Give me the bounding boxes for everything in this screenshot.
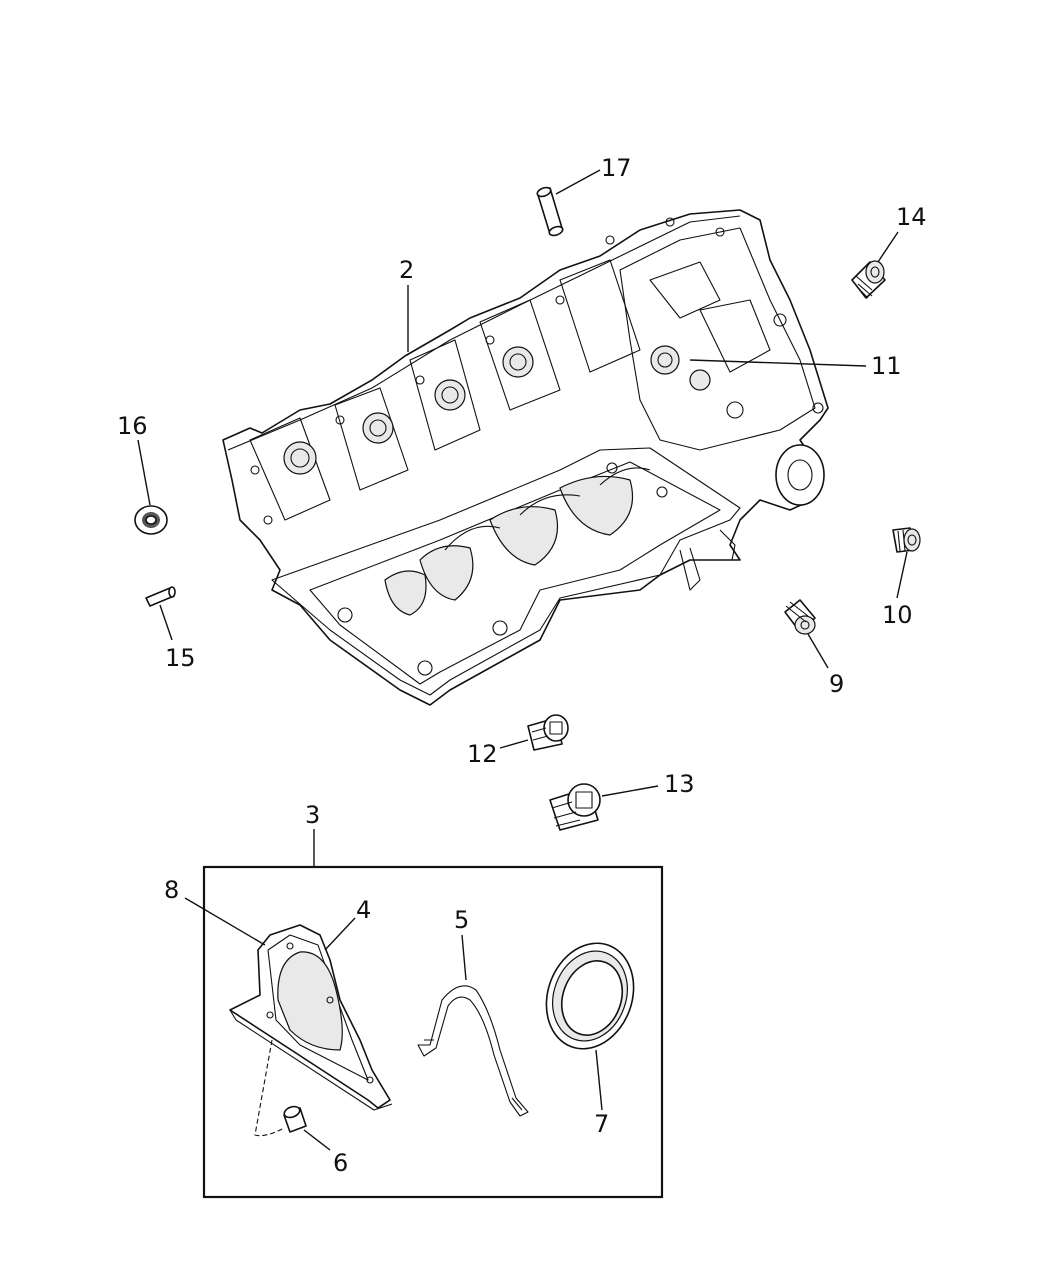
callout-11: 11 [871, 352, 902, 380]
callout-12: 12 [467, 740, 498, 768]
callout-labels: 17 2 14 11 16 10 15 9 12 13 3 8 4 5 7 6 [117, 154, 927, 1177]
plug-10 [892, 527, 921, 553]
callout-10: 10 [882, 601, 913, 629]
callout-9: 9 [829, 670, 844, 698]
plug-13 [549, 783, 601, 831]
oil-seal-7 [545, 942, 635, 1050]
callout-17: 17 [601, 154, 632, 182]
leader-lines [137, 169, 908, 1151]
callout-8: 8 [164, 876, 179, 904]
callout-6: 6 [333, 1149, 348, 1177]
dowel-pin-17 [536, 186, 564, 237]
seal-kit-frame [202, 865, 664, 1199]
callout-14: 14 [896, 203, 927, 231]
callout-4: 4 [356, 896, 371, 924]
plug-9 [784, 599, 816, 635]
callout-16: 16 [117, 412, 148, 440]
callout-3: 3 [305, 801, 320, 829]
callout-13: 13 [664, 770, 695, 798]
plug-14 [851, 260, 886, 299]
engine-block [222, 209, 829, 706]
washer-16 [134, 505, 168, 535]
callout-15: 15 [165, 644, 196, 672]
callout-5: 5 [454, 906, 469, 934]
callout-7: 7 [594, 1110, 609, 1138]
gasket-5 [417, 985, 529, 1117]
pin-15 [145, 586, 176, 607]
callout-2: 2 [399, 256, 414, 284]
plug-12 [527, 714, 569, 751]
dowel-6 [254, 1039, 307, 1137]
rear-seal-retainer [229, 924, 393, 1111]
